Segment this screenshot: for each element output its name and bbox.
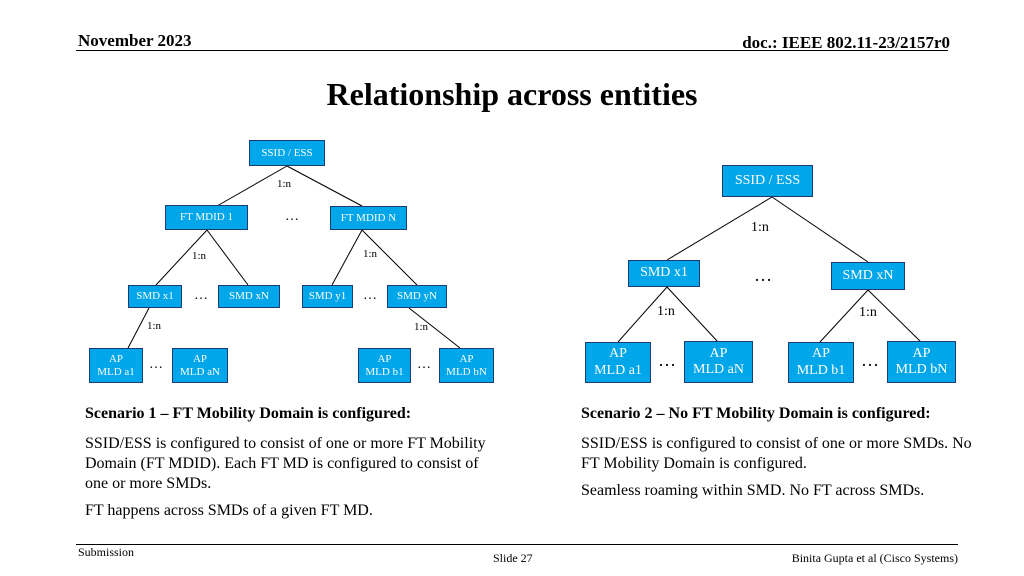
smd-x1-node: SMD x1	[628, 260, 700, 287]
ap-label: AP	[609, 346, 627, 362]
scenario-2-heading: Scenario 2 – No FT Mobility Domain is co…	[581, 405, 931, 422]
header-date: November 2023	[78, 31, 192, 50]
mld-label: MLD bN	[895, 362, 948, 377]
smd-yn-node: SMD yN	[387, 285, 447, 308]
mld-label: MLD aN	[693, 362, 744, 377]
ap-label: AP	[812, 346, 830, 362]
mld-label: MLD a1	[594, 362, 642, 378]
ellipsis: …	[363, 288, 377, 303]
scenario-1-heading: Scenario 1 – FT Mobility Domain is confi…	[85, 405, 412, 422]
ssid-ess-node: SSID / ESS	[722, 165, 813, 197]
ellipsis: …	[194, 288, 208, 303]
ellipsis: …	[149, 357, 163, 372]
header-rule	[76, 50, 948, 51]
footer-rule	[76, 544, 958, 545]
relation-label: 1:n	[859, 305, 877, 320]
ap-mld-b1-node: AP MLD b1	[788, 342, 854, 383]
scenario-1-paragraph: SSID/ESS is configured to consist of one…	[85, 435, 486, 492]
ellipsis: …	[417, 357, 431, 372]
relation-label: 1:n	[192, 250, 207, 262]
ellipsis: …	[658, 350, 676, 370]
ssid-ess-node: SSID / ESS	[249, 140, 325, 166]
mld-label: MLD bN	[446, 365, 487, 378]
relation-label: 1:n	[751, 220, 769, 235]
header-doc-id: doc.: IEEE 802.11-23/2157r0	[742, 33, 950, 52]
ap-label: AP	[377, 352, 392, 365]
scenario-2-paragraph: Seamless roaming within SMD. No FT acros…	[581, 482, 925, 499]
ft-mdid-1-node: FT MDID 1	[165, 205, 248, 230]
mld-label: MLD aN	[179, 365, 221, 378]
ap-mld-bn-node: AP MLD bN	[887, 341, 956, 383]
scenario-2-paragraph: SSID/ESS is configured to consist of one…	[581, 435, 972, 472]
smd-x1-node: SMD x1	[128, 285, 182, 308]
ap-label: AP	[108, 352, 124, 365]
smd-y1-node: SMD y1	[302, 285, 353, 308]
ap-mld-b1-node: AP MLD b1	[358, 348, 411, 383]
relation-label: 1:n	[657, 304, 675, 319]
relation-label: 1:n	[363, 248, 378, 260]
ap-mld-an-node: AP MLD aN	[684, 341, 753, 383]
ellipsis: …	[285, 209, 299, 224]
scenario-1-description: Scenario 1 – FT Mobility Domain is confi…	[85, 404, 505, 521]
slide-title: Relationship across entities	[326, 76, 698, 112]
relation-label: 1:n	[147, 320, 162, 332]
ft-mdid-n-node: FT MDID N	[330, 206, 407, 230]
relation-label: 1:n	[414, 321, 429, 333]
scenario-2-description: Scenario 2 – No FT Mobility Domain is co…	[581, 404, 981, 501]
scenario-1-paragraph: FT happens across SMDs of a given FT MD.	[85, 502, 373, 519]
mld-label: MLD b1	[365, 365, 404, 378]
ap-label: AP	[192, 352, 208, 365]
relation-label: 1:n	[277, 178, 292, 190]
ellipsis: …	[754, 265, 772, 285]
smd-xn-node: SMD xN	[831, 262, 905, 290]
ap-mld-bn-node: AP MLD bN	[439, 348, 494, 383]
smd-xn-node: SMD xN	[218, 285, 280, 308]
footer-slide-number: Slide 27	[493, 551, 533, 565]
ap-label: AP	[709, 345, 728, 361]
ap-mld-an-node: AP MLD aN	[172, 348, 228, 383]
mld-label: MLD a1	[97, 365, 135, 378]
mld-label: MLD b1	[796, 362, 846, 378]
ap-mld-a1-node: AP MLD a1	[89, 348, 143, 383]
ap-label: AP	[459, 352, 474, 365]
ap-label: AP	[912, 345, 931, 361]
footer-author: Binita Gupta et al (Cisco Systems)	[791, 551, 958, 565]
ap-mld-a1-node: AP MLD a1	[585, 342, 651, 383]
ellipsis: …	[861, 350, 879, 370]
footer-submission: Submission	[78, 545, 135, 559]
